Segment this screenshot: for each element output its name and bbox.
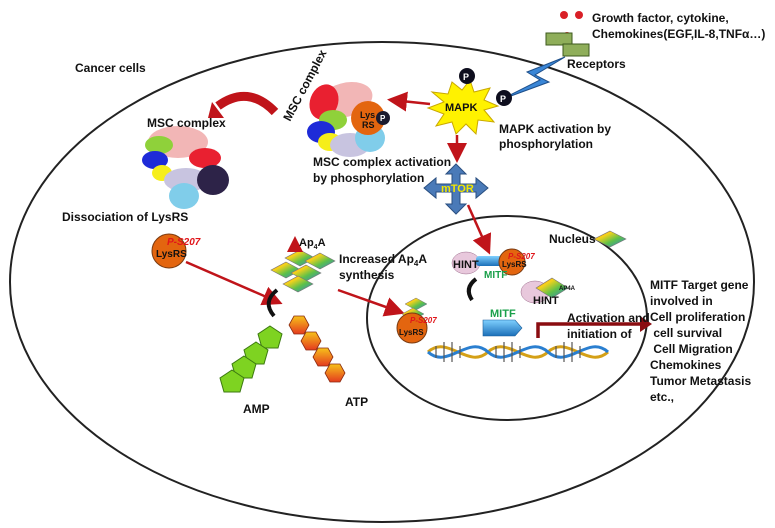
target-line-4: Cell Migration (650, 342, 733, 356)
ap4a-bound-diamond (535, 277, 569, 299)
phospho-label-1: P (463, 72, 469, 82)
nucleus-diamond (593, 230, 627, 248)
ps207-label-free: P-S207 (167, 237, 201, 248)
dna-helix (426, 342, 610, 362)
ps207-label-bound: P-S207 (508, 252, 535, 261)
msc-phospho-text: by phosphorylation (313, 171, 424, 185)
mapk-label: MAPK (445, 102, 477, 114)
lysrs-nuclear (396, 312, 428, 344)
nucleus-membrane (366, 215, 648, 421)
mitf-bar (476, 256, 506, 266)
target-line-0: MITF Target gene (650, 278, 749, 292)
phospho-label-3: P (380, 114, 386, 123)
target-line-6: Tumor Metastasis (650, 374, 751, 388)
mapk-to-msc-arrow (387, 91, 431, 112)
dissociation-text: Dissociation of LysRS (62, 210, 188, 224)
ap4a-small-label: AP4A (559, 286, 576, 292)
target-line-2: Cell proliferation (650, 310, 745, 324)
msc-complex-left (142, 126, 229, 209)
mapk-phospho-text: phosphorylation (499, 137, 593, 151)
hint-label-top: HINT (453, 259, 479, 271)
mitf-arrow-shape (482, 319, 523, 337)
rs-top-label: RS (362, 120, 375, 130)
msc-complex-top (307, 82, 390, 157)
activation-text: Activation and (567, 311, 650, 325)
cell-membrane (9, 41, 755, 523)
mtor-to-nucleus-arrow (466, 204, 492, 255)
mtor-shape (423, 163, 489, 215)
atp-curve-arrow (266, 288, 279, 318)
msc-activation-text: MSC complex activation (313, 155, 451, 169)
receptors-label: Receptors (567, 57, 626, 71)
phospho-label-2: P (500, 94, 506, 104)
msc-complex-left-label: MSC complex (147, 116, 226, 130)
growth-factor-text: Growth factor, cytokine, (592, 11, 729, 25)
ap4a-label: Ap4A (299, 237, 326, 251)
target-line-5: Chemokines (650, 358, 722, 372)
lysrs-free-label: LysRS (156, 249, 187, 260)
initiation-text: initiation of (567, 327, 633, 341)
mapk-starburst (426, 78, 500, 136)
atp-label: ATP (345, 395, 368, 409)
activation-arrowhead (640, 316, 652, 332)
target-genes-list: MITF Target gene involved in Cell prolif… (650, 278, 751, 404)
mitf-label-top: MITF (484, 270, 507, 281)
increased-ap4a-text: Increased Ap4A (339, 252, 427, 268)
ps207-label-nuclear: P-S207 (410, 316, 437, 325)
nucleus-label: Nucleus (549, 232, 596, 246)
lysrs-nuclear-label: LysRS (399, 328, 424, 337)
lysrs-to-ap4a-arrow (185, 260, 283, 306)
ap4a-to-nucleus-arrow (337, 288, 405, 317)
target-line-1: involved in (650, 294, 713, 308)
mapk-activation-text: MAPK activation by (499, 122, 611, 136)
synthesis-text: synthesis (339, 268, 395, 282)
phospho-circles-mapk (459, 68, 512, 106)
mtor-label: mTOR (441, 183, 474, 195)
nuclear-curve-arrow (466, 277, 478, 302)
lysrs-bound (498, 248, 526, 276)
cancer-cells-label: Cancer cells (75, 61, 146, 75)
ap4a-cluster (270, 249, 336, 293)
amp-chain (219, 325, 283, 393)
target-line-3: cell survival (650, 326, 722, 340)
chemokines-text: Chemokines(EGF,IL-8,TNFα…) (592, 27, 765, 41)
receptor-icon (545, 32, 590, 57)
msc-arrowhead (208, 102, 224, 118)
atp-chain (288, 315, 346, 383)
amp-label: AMP (243, 402, 270, 416)
lysrs-free (151, 233, 187, 269)
lysrs-bound-label: LysRS (502, 260, 527, 269)
mitf-label-dna: MITF (490, 308, 516, 320)
hint-label-right: HINT (533, 295, 559, 307)
target-line-7: etc., (650, 390, 674, 404)
msc-dissociation-arrow (215, 91, 279, 116)
lys-top-label: Lys (360, 110, 375, 120)
activation-arrow (536, 322, 640, 338)
